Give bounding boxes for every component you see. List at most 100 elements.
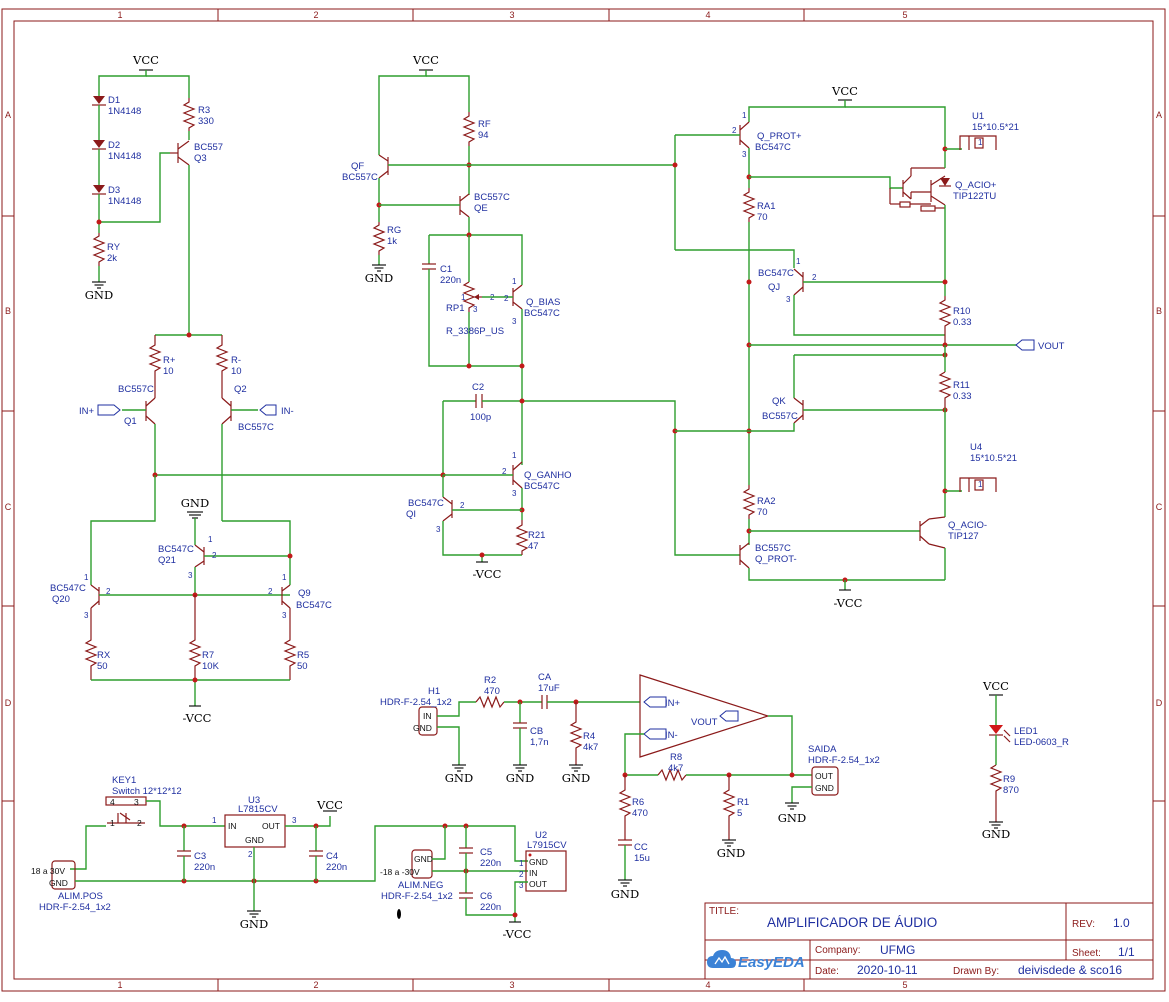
gnd-label-r4: GND <box>562 771 590 785</box>
vout-label: VOUT <box>1038 341 1065 352</box>
c5-val: 220n <box>480 858 501 869</box>
d3-val: 1N4148 <box>108 196 141 207</box>
cb-val: 1,7n <box>530 737 549 748</box>
alimpos-gnd: GND <box>49 878 68 888</box>
drawn-by-label: Drawn By: <box>953 966 999 977</box>
c3-ref: C3 <box>194 851 206 862</box>
r9-ref: R9 <box>1003 774 1015 785</box>
rp1-val: R_3386P_US <box>446 326 504 337</box>
u3-gnd: GND <box>245 835 264 845</box>
h1-ref: H1 <box>428 686 440 697</box>
r2-ref: R2 <box>484 675 496 686</box>
date-label: Date: <box>815 966 839 977</box>
frame-row-d: D <box>5 698 12 708</box>
ra1-ref: RA1 <box>757 201 775 212</box>
vcc-label-rf: VCC <box>412 53 439 67</box>
frame-col-5: 5 <box>902 10 907 20</box>
heatsink-u1 <box>959 135 997 150</box>
r1-ref: R1 <box>737 797 749 808</box>
rx-ref: RX <box>97 650 111 661</box>
u3-pin-1: 1 <box>212 816 217 825</box>
input-filter-block: IN GND H1 HDR-F-2.54_1x2 GND R2 470 CA 1… <box>380 672 880 901</box>
sheet-value: 1/1 <box>1118 945 1135 959</box>
frame-col-3: 3 <box>509 10 514 20</box>
diff-pair-block: R+ 10 R- 10 BC557C Q1 Q2 BC557C IN+ <box>50 332 443 725</box>
c1-val: 220n <box>440 275 461 286</box>
resistor-r4 <box>569 702 583 765</box>
q9-pin-3: 3 <box>282 611 287 620</box>
diode-d1 <box>92 96 106 106</box>
rev-label: REV: <box>1072 919 1095 930</box>
resistor-r9 <box>989 764 1003 822</box>
q21-pin-1: 1 <box>208 535 213 544</box>
frame-row-a-right: A <box>1156 110 1162 120</box>
rg-ref: RG <box>387 225 401 236</box>
alimpos-ref: ALIM.POS <box>58 891 103 902</box>
alimneg-val: HDR-F-2.54_1x2 <box>381 891 453 902</box>
r9-val: 870 <box>1003 785 1019 796</box>
frame-col-5-bottom: 5 <box>902 980 907 990</box>
nvcc-label-vas: -VCC <box>473 567 502 581</box>
key1-pin-3: 3 <box>134 797 139 807</box>
transistor-q3 <box>170 140 190 166</box>
c6-val: 220n <box>480 902 501 913</box>
opamp-in-minus-port[interactable] <box>643 728 667 740</box>
connector-alim-pos <box>51 860 76 890</box>
saida-pin-gnd: GND <box>815 783 834 793</box>
q-protp-pin-1: 1 <box>742 111 747 120</box>
key1-ref: KEY1 <box>112 775 136 786</box>
saida-ref: SAIDA <box>808 744 837 755</box>
current-source-block: VCC D1 1N4148 D2 1N4148 D3 1N4148 GND RY… <box>85 53 223 335</box>
frame-row-d-right: D <box>1156 698 1163 708</box>
qj-ref: QJ <box>768 282 780 293</box>
transistor-qganho <box>512 461 523 489</box>
opamp-vout-port[interactable] <box>719 710 739 722</box>
qi-pin-2: 2 <box>460 501 465 510</box>
c6-ref: C6 <box>480 891 492 902</box>
mounting-hole <box>397 909 401 919</box>
vout-port[interactable] <box>1015 339 1035 351</box>
in-minus-port[interactable] <box>259 404 277 416</box>
qf-val: BC557C <box>342 172 378 183</box>
u2-pin-2: 2 <box>519 870 524 879</box>
rx-val: 50 <box>97 661 108 672</box>
q1-ref: Q1 <box>124 416 137 427</box>
opamp-in-minus-label: IN- <box>665 730 678 741</box>
gnd-label-q21: GND <box>181 496 209 510</box>
qprotp-ref: Q_PROT+ <box>757 131 802 142</box>
r10-ref: R10 <box>953 306 970 317</box>
vcc-label-out: VCC <box>831 84 858 98</box>
u2-val: L7915CV <box>527 840 567 851</box>
u3-val: L7815CV <box>238 804 278 815</box>
r8-val: 4k7 <box>668 763 683 774</box>
heatsink-u4 <box>959 477 997 492</box>
r8-ref: R8 <box>670 752 682 763</box>
gnd-label-h1: GND <box>445 771 473 785</box>
in-plus-port[interactable] <box>97 404 121 416</box>
led1-ref: LED1 <box>1014 726 1038 737</box>
qganho-val: BC547C <box>524 481 560 492</box>
frame-col-1: 1 <box>117 10 122 20</box>
drawn-by-value: deivisdede & sco16 <box>1018 963 1122 977</box>
resistor-rf <box>462 112 476 146</box>
u4-ref: U4 <box>970 442 982 453</box>
q21-ref: Q21 <box>158 555 176 566</box>
r11-ref: R11 <box>953 380 970 391</box>
cb-ref: CB <box>530 726 543 737</box>
opamp-in-plus-port[interactable] <box>643 696 667 708</box>
easyeda-logo: EasyEDA <box>707 950 805 971</box>
d3-ref: D3 <box>108 185 120 196</box>
vcc-label-q3: VCC <box>132 53 159 67</box>
ca-val: 17uF <box>538 683 560 694</box>
q-protp-pin-3: 3 <box>742 150 747 159</box>
nvcc-label-out: -VCC <box>834 596 863 610</box>
frame-row-b-right: B <box>1156 306 1162 316</box>
u2-in: IN <box>529 868 538 878</box>
ra2-val: 70 <box>757 507 768 518</box>
h1-pin-in: IN <box>423 711 432 721</box>
rminus-val: 10 <box>231 366 242 377</box>
d2-val: 1N4148 <box>108 151 141 162</box>
r3-val: 330 <box>198 116 214 127</box>
resistor-r10 <box>938 296 952 345</box>
r4-ref: R4 <box>583 731 595 742</box>
